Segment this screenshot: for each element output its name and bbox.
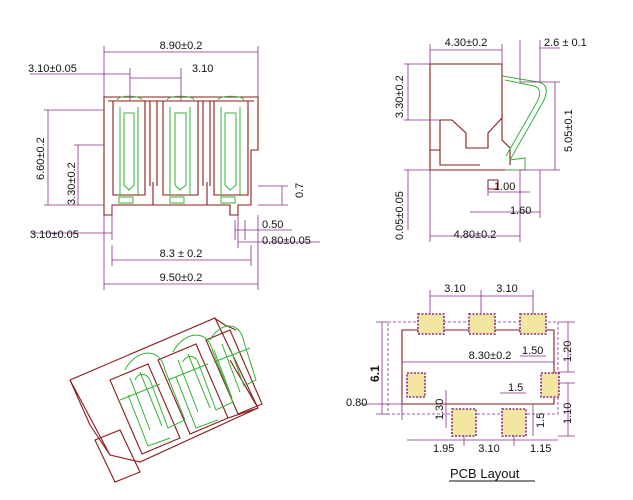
- dim-label: 4.30±0.2: [445, 37, 488, 49]
- dim-label: 1.60: [510, 205, 531, 217]
- dim-label: 4.80±0.2: [454, 229, 497, 241]
- dim-label: 1.10: [562, 403, 574, 424]
- pcb-layout: 3.10 3.10 1.20 8.30±0.2 1.50 6.1 1.5 0.8…: [346, 283, 575, 482]
- dim-label: 6.1: [368, 365, 382, 382]
- pcb-pad: [406, 372, 426, 398]
- dim-label: 3.30±0.2: [394, 75, 406, 118]
- dim-label: 8.90±0.2: [160, 40, 203, 52]
- dim-label: 3.10: [478, 443, 499, 455]
- dim-label: 3.30±0.2: [66, 162, 78, 205]
- dim-label: 8.30±0.2: [469, 350, 512, 362]
- dim-label: 1.30: [434, 399, 446, 420]
- dim-label: 3.10±0.05: [28, 63, 77, 75]
- isometric-view: [69, 317, 263, 483]
- dim-label: 5.05±0.1: [563, 109, 575, 152]
- dim-label: 3.10: [496, 283, 517, 295]
- pcb-pad: [501, 408, 527, 437]
- dim-label: 1.00: [494, 181, 515, 193]
- dim-label: 3.10: [444, 283, 465, 295]
- dim-label: 0.80: [346, 397, 367, 409]
- dim-label: 6.60±0.2: [35, 137, 47, 180]
- pcb-pad: [519, 313, 547, 335]
- dim-label: 2.6 ± 0.1: [544, 37, 587, 49]
- pcb-pad: [417, 313, 445, 335]
- pcb-pad: [468, 313, 496, 335]
- front-view: 8.90±0.2 3.10±0.05 3.10 6.60±0.2 3.30±0.…: [28, 40, 320, 290]
- pcb-pad: [451, 408, 477, 437]
- dim-label: 0.05±0.05: [394, 191, 406, 240]
- dim-label: 0.7: [294, 183, 306, 198]
- side-view: 4.30±0.2 2.6 ± 0.1 3.30±0.2 5.05±0.1 1.0…: [394, 37, 587, 242]
- dim-label: 1.5: [535, 413, 547, 428]
- dim-label: 1.15: [530, 443, 551, 455]
- dim-label: 1.50: [522, 345, 543, 357]
- dim-label: 8.3 ± 0.2: [160, 248, 203, 260]
- dim-label: 0.80±0.05: [262, 235, 311, 247]
- dim-label: 3.10±0.05: [30, 229, 79, 241]
- dim-label: 1.95: [433, 443, 454, 455]
- dim-label: 1.5: [508, 382, 523, 394]
- dim-label: 3.10: [192, 63, 213, 75]
- pcb-pad: [540, 372, 560, 398]
- dim-label: 9.50±0.2: [160, 272, 203, 284]
- dim-label: 0.50: [262, 219, 283, 231]
- dim-label: 1.20: [562, 341, 574, 362]
- pcb-layout-title: PCB Layout: [450, 466, 520, 481]
